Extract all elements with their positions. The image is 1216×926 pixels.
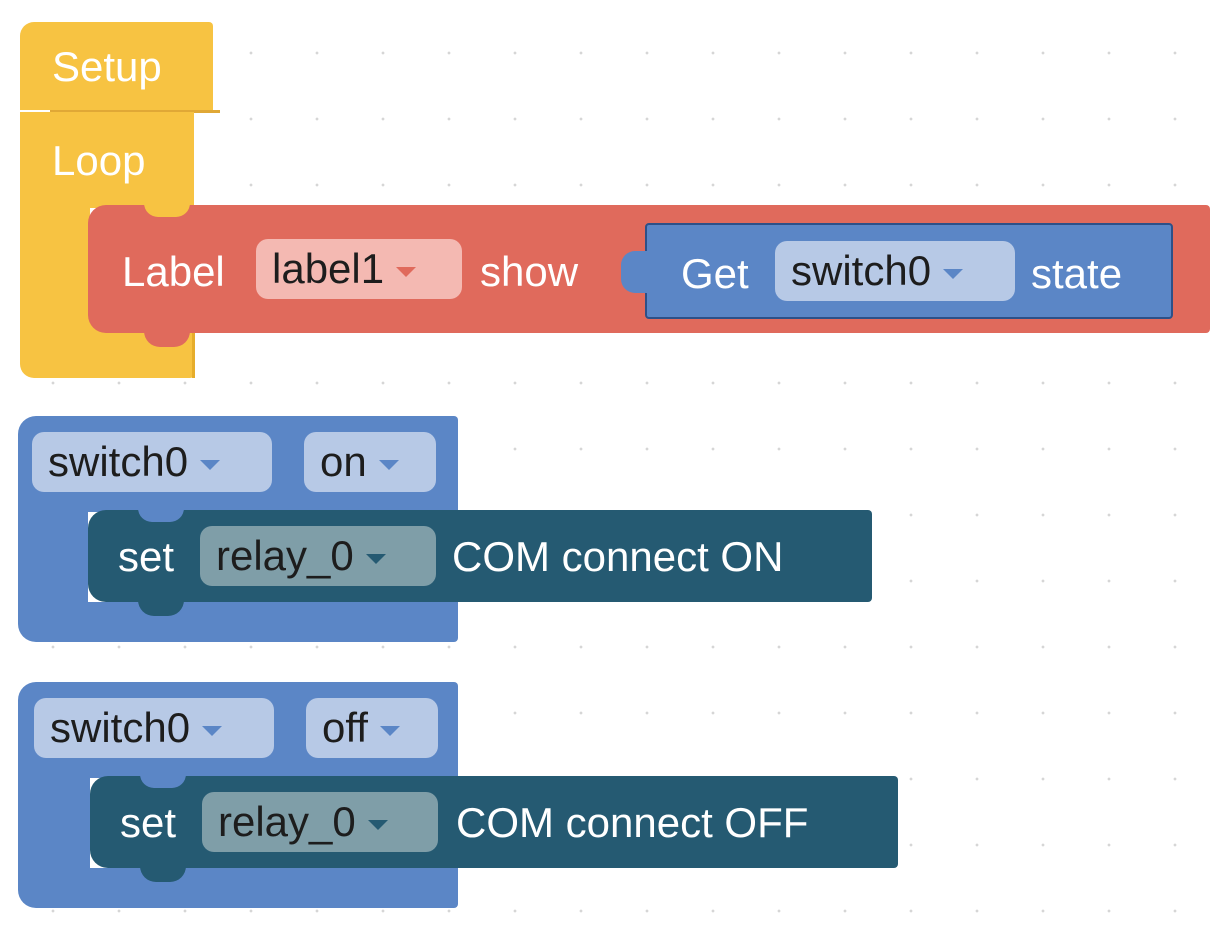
label-dropdown[interactable]: label1: [256, 239, 462, 299]
state-select-dropdown-value: on: [320, 438, 367, 485]
relay-action-label: COM connect ON: [452, 533, 784, 580]
loop-label: Loop: [52, 137, 146, 184]
setup-label: Setup: [52, 43, 162, 90]
loop-edge: [192, 318, 195, 378]
relay-dropdown[interactable]: relay_0: [200, 526, 436, 586]
next-connector: [144, 331, 190, 347]
switch-select-dropdown[interactable]: switch0: [32, 432, 272, 492]
next-connector: [140, 866, 186, 882]
switch-select-dropdown-value: switch0: [50, 704, 191, 751]
relay-dropdown-value: relay_0: [218, 798, 356, 845]
event-footer: [18, 602, 458, 642]
label-block-prefix: Label: [122, 248, 225, 295]
event-spine: [18, 778, 90, 868]
setup-loop-block[interactable]: Setup Loop: [20, 22, 220, 378]
label-block-suffix: show: [480, 248, 579, 295]
set-relay-off-block[interactable]: set relay_0 COM connect OFF: [90, 774, 898, 882]
block-notch: [138, 508, 184, 522]
set-label: set: [118, 533, 175, 580]
chevron-down-icon: [943, 269, 964, 279]
relay-dropdown[interactable]: relay_0: [202, 792, 438, 852]
state-select-dropdown[interactable]: off: [306, 698, 438, 758]
next-connector: [138, 600, 184, 616]
chevron-down-icon: [365, 554, 386, 564]
chevron-down-icon: [200, 460, 221, 470]
get-switch-state-block[interactable]: Get switch0 state: [621, 223, 1173, 319]
set-relay-on-block[interactable]: set relay_0 COM connect ON: [88, 508, 872, 616]
block-notch: [140, 774, 186, 788]
loop-spine: [20, 208, 90, 318]
event-footer: [18, 868, 458, 908]
switch-state-dropdown[interactable]: switch0: [775, 241, 1015, 301]
set-label: set: [120, 799, 177, 846]
relay-action-label: COM connect OFF: [456, 799, 809, 846]
switch-select-dropdown[interactable]: switch0: [34, 698, 274, 758]
switch-on-event-block[interactable]: switch0 on set relay_0 COM connect ON: [18, 416, 872, 642]
event-spine: [18, 512, 88, 602]
setup-block[interactable]: [20, 22, 213, 110]
chevron-down-icon: [378, 460, 399, 470]
puzzle-tab: [621, 251, 647, 293]
state-select-dropdown[interactable]: on: [304, 432, 436, 492]
switch-state-dropdown-value: switch0: [791, 247, 932, 294]
switch-select-dropdown-value: switch0: [48, 438, 189, 485]
get-block-suffix: state: [1031, 250, 1123, 297]
state-select-dropdown-value: off: [322, 704, 368, 751]
relay-dropdown-value: relay_0: [216, 532, 354, 579]
switch-off-event-block[interactable]: switch0 off set relay_0 COM connect OFF: [18, 682, 898, 908]
chevron-down-icon: [202, 726, 223, 736]
label-show-block[interactable]: Label label1 show Get switch0 state: [88, 203, 1210, 347]
chevron-down-icon: [396, 267, 417, 277]
chevron-down-icon: [379, 726, 400, 736]
get-block-prefix: Get: [681, 250, 749, 297]
loop-block[interactable]: [20, 112, 194, 208]
setup-loop-divider: [50, 110, 220, 113]
chevron-down-icon: [367, 820, 388, 830]
label-dropdown-value: label1: [272, 245, 385, 292]
block-notch: [144, 203, 190, 217]
